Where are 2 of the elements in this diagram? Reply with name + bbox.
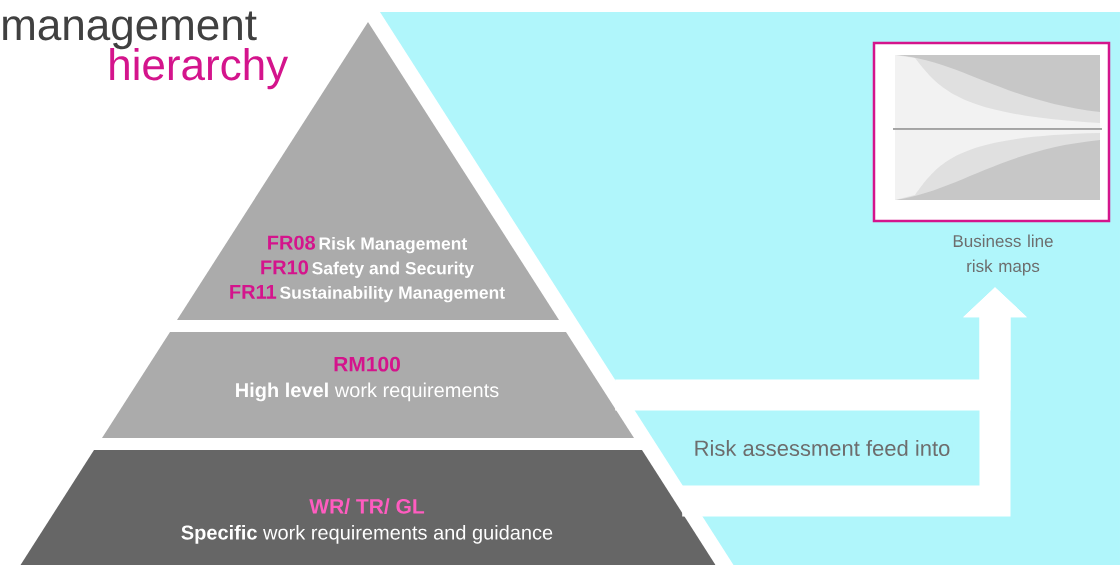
picture-caption: Business line risk maps [953, 234, 1053, 276]
pyramid-tier: RM100 High level work requirements [102, 332, 634, 438]
